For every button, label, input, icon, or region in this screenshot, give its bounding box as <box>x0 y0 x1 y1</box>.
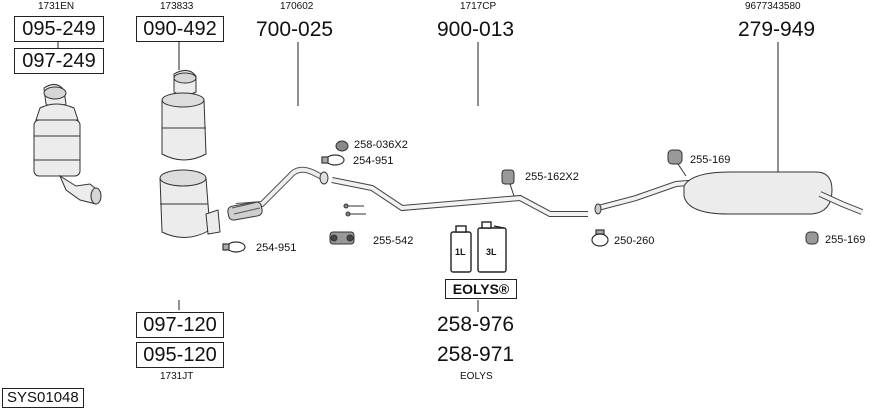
part-700-025[interactable]: 700-025 <box>256 18 334 41</box>
eolys-brand-label: EOLYS® <box>445 279 517 299</box>
additive-can-3l-icon <box>477 221 507 273</box>
hanger-255-542-icon <box>329 231 355 245</box>
clamp-250-260-icon <box>591 229 609 247</box>
hanger-255-162-icon <box>501 169 515 197</box>
clamp-254-951-top-icon <box>321 154 345 166</box>
label-254-951-top: 254-951 <box>353 155 394 167</box>
label-255-169-right: 255-169 <box>825 234 866 246</box>
label-250-260: 250-260 <box>614 235 655 247</box>
code-170602: 170602 <box>280 1 314 12</box>
label-255-542: 255-542 <box>373 235 414 247</box>
code-9677343580: 9677343580 <box>745 1 801 12</box>
part-095-120[interactable]: 095-120 <box>136 342 224 368</box>
can-label-1l: 1L <box>455 247 466 257</box>
front-pipe-700-025 <box>227 166 329 221</box>
label-255-169-top: 255-169 <box>690 154 731 166</box>
hanger-255-169-top-icon <box>667 149 687 177</box>
can-label-3l: 3L <box>486 247 497 257</box>
part-095-249[interactable]: 095-249 <box>14 16 104 42</box>
system-id: SYS01048 <box>2 388 84 408</box>
label-258-036X2: 258-036X2 <box>354 139 408 151</box>
part-090-492[interactable]: 090-492 <box>136 16 224 42</box>
hanger-255-169-right-icon <box>805 231 819 245</box>
clamp-254-951-bottom-icon <box>222 241 246 253</box>
code-173833: 173833 <box>160 1 194 12</box>
part-097-120[interactable]: 097-120 <box>136 312 224 338</box>
middle-pipe-900-013 <box>331 177 588 217</box>
code-1731EN: 1731EN <box>38 1 75 12</box>
code-1731JT: 1731JT <box>160 371 194 382</box>
part-258-976[interactable]: 258-976 <box>437 313 515 336</box>
gasket-258-036-icon <box>335 140 349 152</box>
part-097-249[interactable]: 097-249 <box>14 48 104 74</box>
catalytic-converter-173833 <box>161 70 207 161</box>
part-900-013[interactable]: 900-013 <box>437 18 515 41</box>
label-255-162X2: 255-162X2 <box>525 171 579 183</box>
code-1717CP: 1717CP <box>460 1 497 12</box>
part-279-949[interactable]: 279-949 <box>738 18 816 41</box>
part-258-971[interactable]: 258-971 <box>437 343 515 366</box>
code-EOLYS: EOLYS <box>460 371 493 382</box>
particulate-filter-1731JT <box>159 169 221 238</box>
rear-silencer-279-949 <box>594 171 864 215</box>
catalytic-converter-1731EN <box>33 84 102 205</box>
additive-can-1l-icon <box>450 225 472 273</box>
label-254-951-bottom: 254-951 <box>256 242 297 254</box>
bolts-icon <box>343 203 366 217</box>
